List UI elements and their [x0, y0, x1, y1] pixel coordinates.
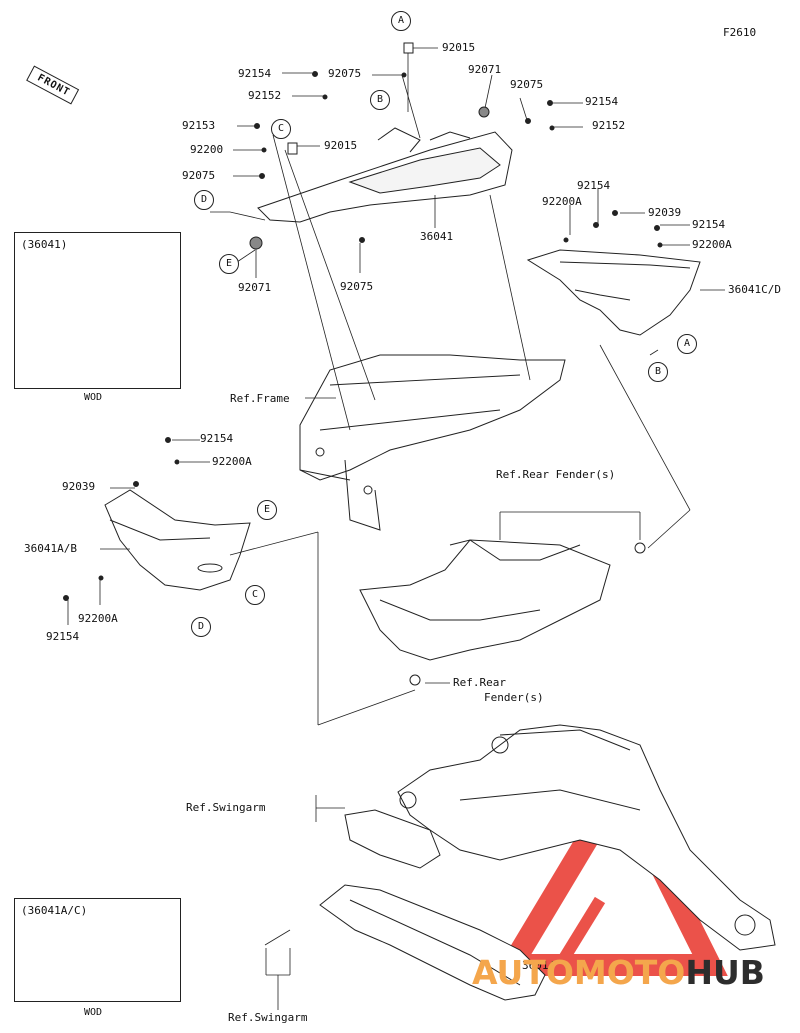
watermark-text: AUTOMOTOHUB	[472, 953, 765, 992]
callout-b: B	[370, 90, 390, 110]
inset-footer: WOD	[84, 1007, 103, 1018]
callout-e: E	[219, 254, 239, 274]
ref-frame-label: Ref.Frame	[230, 392, 290, 405]
part-number-label: 36041	[420, 230, 454, 243]
part-number-label: 92075	[182, 169, 216, 182]
side-cowl-36041ab	[104, 489, 251, 591]
ref-swingarm-label: Ref.Swingarm	[186, 801, 266, 814]
inset-36041: (36041)	[14, 232, 181, 389]
rear-fender-assembly	[359, 539, 646, 686]
part-number-label: 92200A	[212, 455, 252, 468]
part-number-label: 92071	[238, 281, 272, 294]
part-number-label: 36041C/D	[728, 283, 781, 296]
part-number-label: 92015	[324, 139, 358, 152]
callout-b: B	[648, 362, 668, 382]
callout-a: A	[391, 11, 411, 31]
part-number-label: 92200A	[692, 238, 732, 251]
part-number-label: 92039	[648, 206, 682, 219]
seat-cowl-36041	[257, 127, 513, 223]
watermark-part2: HUB	[685, 953, 765, 992]
inset-36041ac: (36041A/C)	[14, 898, 181, 1002]
ref-swingarm-label: Ref.Swingarm	[228, 1011, 308, 1024]
fastener-marks	[63, 42, 663, 601]
part-number-label: 92075	[340, 280, 374, 293]
part-number-label: 92071	[468, 63, 502, 76]
part-number-label: 92200A	[542, 195, 582, 208]
side-cowl-36041cd	[526, 249, 701, 336]
callout-c: C	[271, 119, 291, 139]
callout-e: E	[257, 500, 277, 520]
part-number-label: 92039	[62, 480, 96, 493]
part-number-label: 92075	[510, 78, 544, 91]
callout-c: C	[245, 585, 265, 605]
frame-assembly	[299, 354, 566, 531]
part-number-label: 92153	[182, 119, 216, 132]
part-number-label: 92154	[585, 95, 619, 108]
part-number-label: 92154	[200, 432, 234, 445]
figure-code: F2610	[723, 26, 757, 39]
part-number-label: 92200A	[78, 612, 118, 625]
leader-lines	[67, 47, 725, 1010]
part-number-label: 36014	[522, 959, 556, 972]
callout-a: A	[677, 334, 697, 354]
inset-footer: WOD	[84, 392, 103, 403]
part-number-label: 92154	[46, 630, 80, 643]
part-number-label: 92075	[328, 67, 362, 80]
swingarm-assembly	[397, 724, 776, 951]
part-number-label: 92154	[692, 218, 726, 231]
inset-title: (36041)	[21, 238, 68, 251]
part-number-label: 92154	[238, 67, 272, 80]
watermark-part1: AUTOMOTO	[472, 953, 686, 992]
ref-rear-fender-label: Ref.Rear Fender(s)	[496, 468, 616, 481]
part-number-label: 92154	[577, 179, 611, 192]
ref-rear-fender-label: Ref.Rear	[453, 676, 506, 689]
ref-rear-fender-label: Fender(s)	[484, 691, 544, 704]
callout-d: D	[191, 617, 211, 637]
callout-d: D	[194, 190, 214, 210]
part-number-label: 92152	[592, 119, 626, 132]
part-number-label: 36041A/B	[24, 542, 77, 555]
part-number-label: 92152	[248, 89, 282, 102]
inset-title: (36041A/C)	[21, 904, 88, 917]
part-number-label: 92200	[190, 143, 224, 156]
part-number-label: 92015	[442, 41, 476, 54]
chain-guard-36014	[319, 809, 546, 1001]
